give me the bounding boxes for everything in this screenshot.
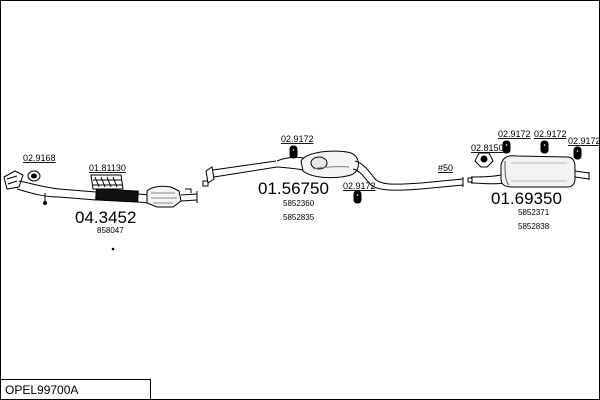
flex-pipe-icon <box>90 174 124 190</box>
part-label-hanger-4: 02.9172 <box>534 129 567 139</box>
assembly-ref-rear-2: 5852838 <box>518 222 550 231</box>
assembly-ref-center-2: 5852835 <box>283 213 315 222</box>
assembly-code-front: 04.3452 <box>75 208 136 227</box>
part-label-bracket: 02.8150 <box>471 143 504 153</box>
center-small-parts <box>289 145 362 204</box>
part-labels: 02.9168 01.81130 02.9172 02.9172 #50 02.… <box>23 129 600 191</box>
rubber-hanger-icon <box>289 145 298 159</box>
set-code-box: OPEL99700A <box>1 379 151 399</box>
part-label-flex: 01.81130 <box>89 163 126 173</box>
rubber-hanger-icon <box>353 190 362 204</box>
front-small-parts <box>27 170 124 251</box>
mounting-bracket-icon <box>474 152 494 168</box>
assembly-ref-front-1: 858047 <box>97 226 124 235</box>
set-code: OPEL99700A <box>5 383 79 397</box>
assembly-code-center: 01.56750 <box>258 179 329 198</box>
gasket-icon <box>27 170 41 182</box>
assembly-ref-center-1: 5852360 <box>283 199 315 208</box>
part-label-clamp: #50 <box>438 163 453 173</box>
center-pipe-assembly <box>205 150 473 191</box>
rubber-hanger-icon <box>540 140 549 154</box>
assembly-ref-rear-1: 5852371 <box>518 208 550 217</box>
part-label-hanger-3: 02.9172 <box>498 129 531 139</box>
rubber-hanger-icon <box>502 140 511 154</box>
assembly-code-rear: 01.69350 <box>491 189 562 208</box>
rear-pipe-assembly <box>470 155 590 188</box>
part-label-hanger-1: 02.9172 <box>281 134 314 144</box>
part-label-gasket: 02.9168 <box>23 153 56 163</box>
rubber-hanger-icon <box>573 146 582 160</box>
part-label-hanger-5: 02.9172 <box>568 136 600 146</box>
front-pipe-assembly <box>3 170 209 208</box>
rear-small-parts <box>474 140 582 168</box>
assembly-labels: 04.3452 858047 01.56750 5852360 5852835 … <box>75 179 562 235</box>
part-label-hanger-2: 02.9172 <box>343 181 376 191</box>
